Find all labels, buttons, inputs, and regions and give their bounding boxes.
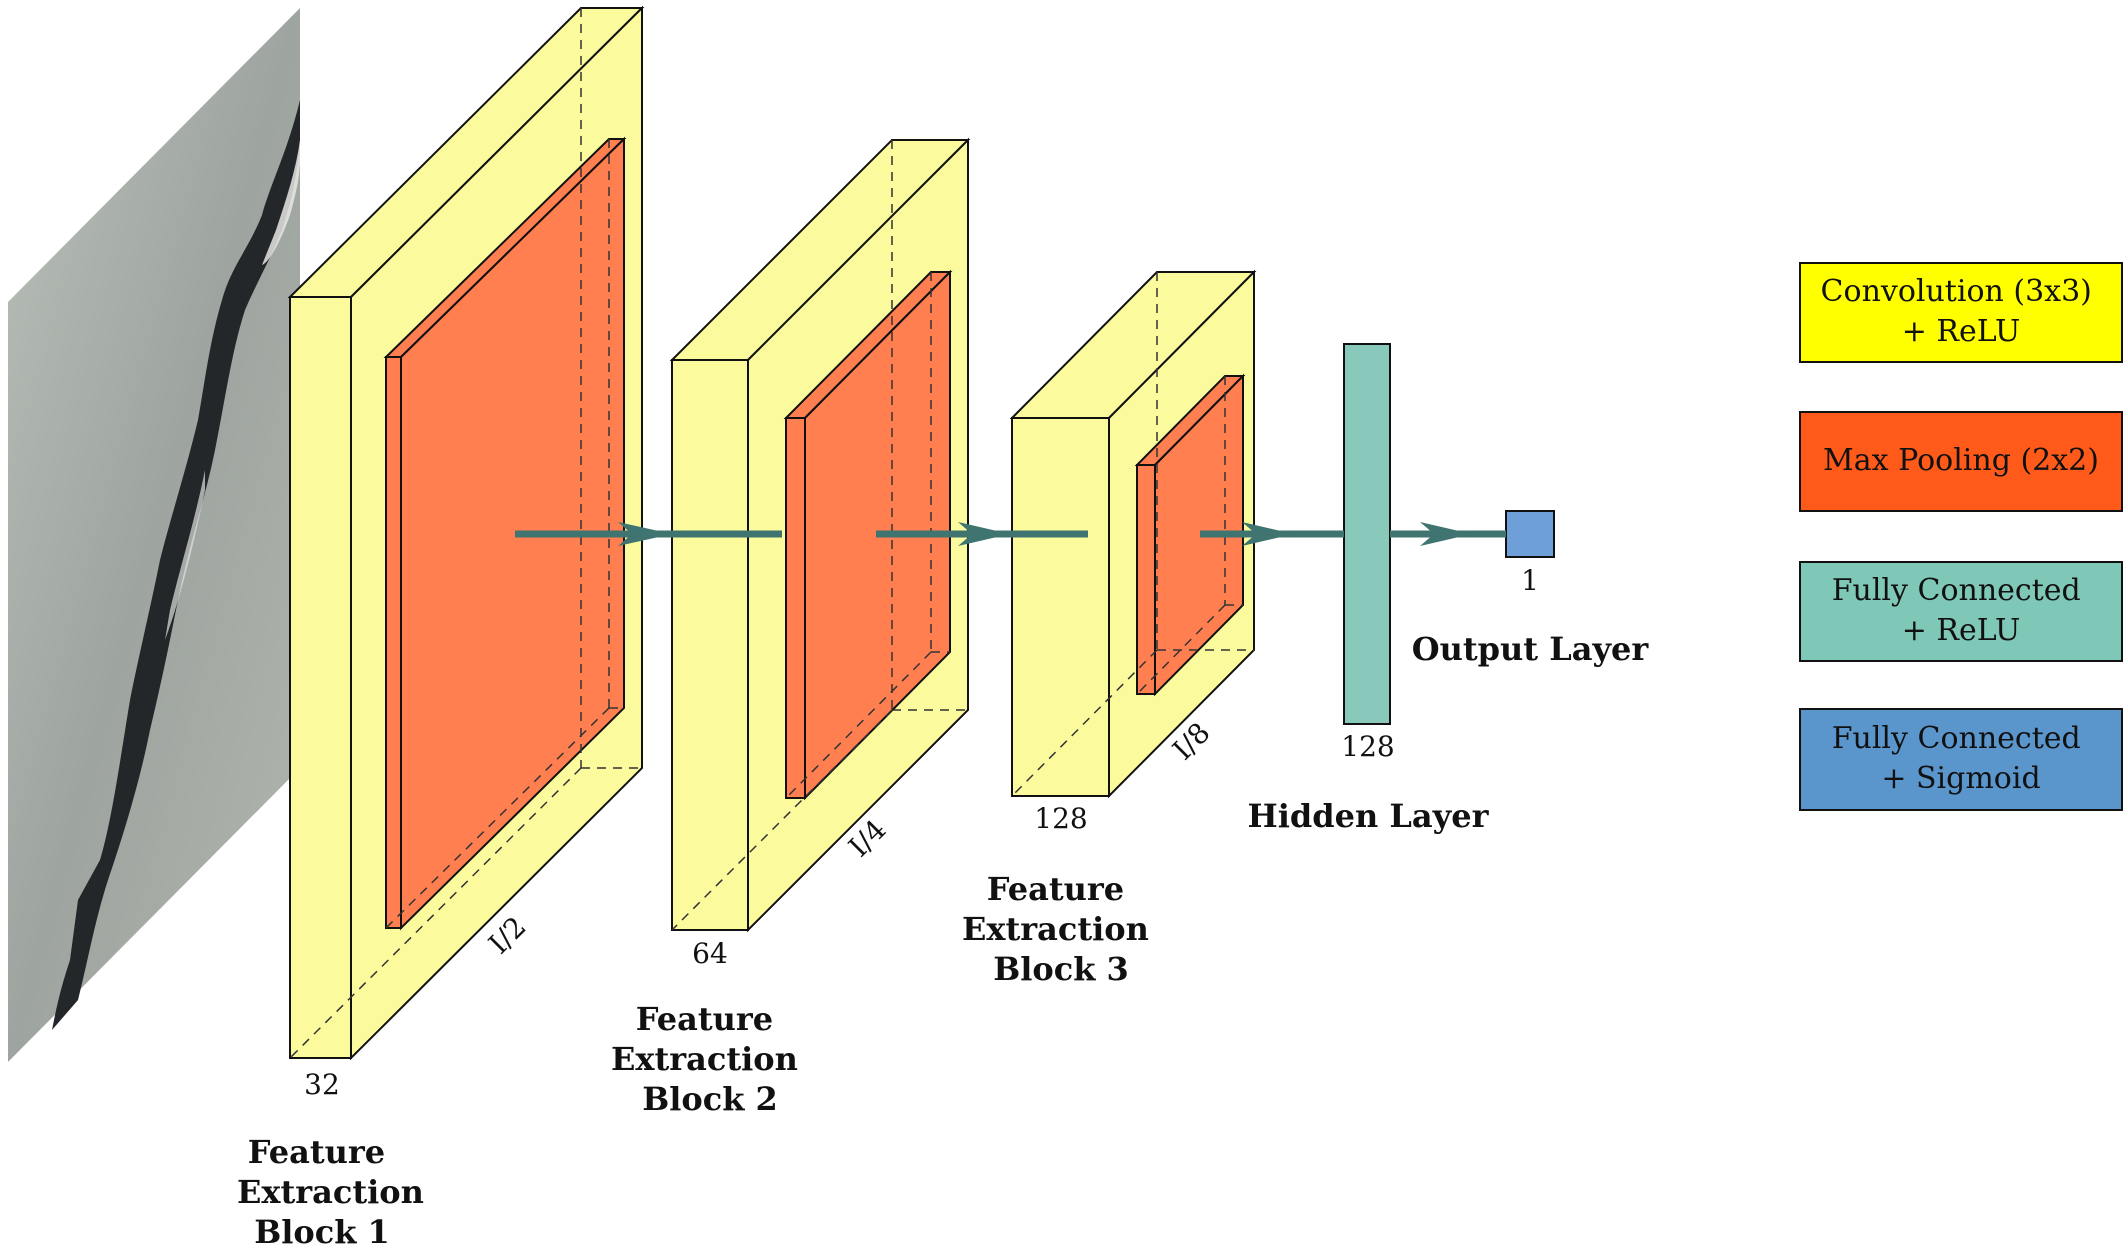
block-2-caption-line-1: Feature (636, 1000, 773, 1038)
arrow-block3-to-hidden (1200, 522, 1344, 546)
arrow-hidden-to-output (1390, 522, 1506, 546)
hidden-edges-3 (1011, 272, 1254, 797)
arrow-block2-to-block3 (876, 522, 1088, 546)
block-3-caption-line-2: Extraction (962, 910, 1149, 948)
legend-conv-relu-line-2: + ReLU (1902, 314, 2021, 349)
feature-extraction-block-3 (1009, 269, 1257, 799)
hidden-layer-bar (1343, 343, 1391, 725)
legend-swatch-fc-sigmoid (1799, 708, 2123, 811)
legend-fc-relu-line-2: + ReLU (1902, 613, 2021, 648)
legend-item-fc-relu: Fully Connected + ReLU (1799, 561, 2123, 662)
output-layer-node (1505, 510, 1555, 558)
max-pooling-slab-3 (1134, 373, 1246, 697)
feature-extraction-block-1 (287, 5, 645, 1061)
legend-fc-relu-line-1: Fully Connected (1832, 573, 2081, 608)
block-1-caption: Feature Extraction Block 1 (237, 1133, 435, 1250)
legend-item-fc-sigmoid: Fully Connected + Sigmoid (1799, 708, 2123, 811)
legend-text-fc-sigmoid: Fully Connected + Sigmoid (1832, 721, 2091, 796)
block-1-caption-line-1: Feature (248, 1133, 385, 1171)
legend-max-pooling-line-1: Max Pooling (2x2) (1823, 443, 2099, 478)
legend-item-conv-relu: Convolution (3x3) + ReLU (1799, 262, 2123, 363)
output-layer-caption: Output Layer (1412, 630, 1650, 668)
flow-arrows (515, 522, 1506, 546)
legend-fc-sigmoid-line-1: Fully Connected (1832, 721, 2081, 756)
legend-text-conv-relu: Convolution (3x3) + ReLU (1821, 274, 2102, 349)
legend-text-max-pooling: Max Pooling (2x2) (1823, 443, 2099, 478)
hidden-layer-units-label: 128 (1341, 730, 1394, 763)
block-2-caption: Feature Extraction Block 2 (611, 1000, 809, 1118)
block-1-depth-label: 32 (304, 1068, 340, 1101)
arrow-block1-to-block2 (515, 522, 782, 546)
output-layer-units-label: 1 (1521, 564, 1539, 597)
max-pooling-slab-1 (383, 136, 627, 931)
block-3-caption-line-1: Feature (987, 870, 1124, 908)
legend: Convolution (3x3) + ReLU Max Pooling (2x… (1799, 262, 2123, 811)
block-3-caption: Feature Extraction Block 3 (962, 870, 1160, 988)
block-2-caption-line-2: Extraction (611, 1040, 798, 1078)
block-3-caption-line-3: Block 3 (993, 950, 1129, 988)
legend-item-max-pooling: Max Pooling (2x2) (1799, 411, 2123, 512)
block-1-caption-line-2: Extraction (237, 1173, 424, 1211)
block-2-caption-line-3: Block 2 (642, 1080, 778, 1118)
legend-swatch-conv-relu (1799, 262, 2123, 363)
legend-swatch-fc-relu (1799, 561, 2123, 662)
block-1-caption-line-3: Block 1 (254, 1213, 390, 1250)
hidden-edges-1 (289, 8, 642, 1059)
legend-fc-sigmoid-line-2: + Sigmoid (1881, 761, 2040, 796)
block-2-depth-label: 64 (692, 937, 728, 970)
input-crack-image (8, 8, 300, 1062)
hidden-edges-2 (671, 140, 968, 931)
legend-text-fc-relu: Fully Connected + ReLU (1832, 573, 2091, 648)
legend-swatch-max-pooling (1799, 411, 2123, 512)
hidden-layer-caption: Hidden Layer (1248, 797, 1490, 835)
legend-conv-relu-line-1: Convolution (3x3) (1821, 274, 2092, 309)
block-3-depth-label: 128 (1034, 802, 1087, 835)
